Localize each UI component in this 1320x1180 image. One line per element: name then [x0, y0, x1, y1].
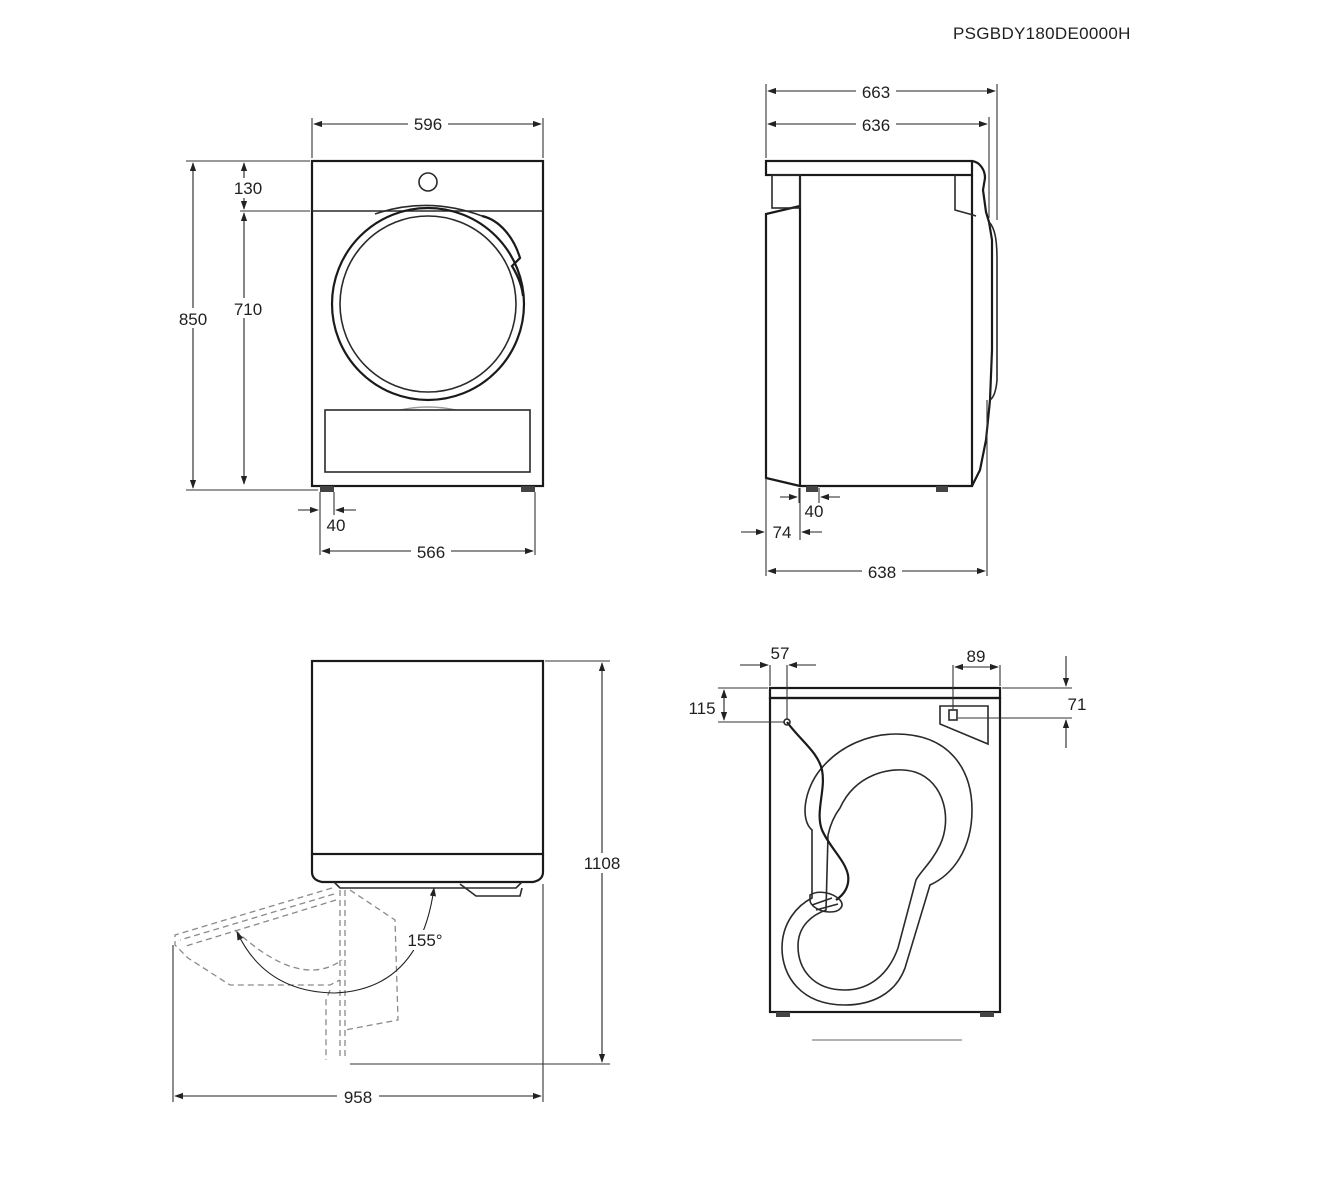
rear-top: [768, 686, 1002, 700]
dim-front-foot-offset: 40: [327, 516, 346, 535]
dim-hose-offset-x: 57: [771, 644, 790, 663]
rear-plug-recess: [939, 705, 989, 746]
front-foot-left: [320, 486, 334, 492]
dim-height-door-open: 1108: [584, 854, 621, 873]
side-view: 663 636 40 74 638: [741, 81, 998, 582]
side-body: [798, 175, 974, 488]
dim-front-height: 850: [179, 310, 207, 329]
dim-panel-height: 130: [234, 179, 262, 198]
door-view-body: [310, 659, 545, 856]
rear-foot-left: [776, 1012, 790, 1017]
door-open-view: 155° 1108 958: [172, 659, 624, 1107]
dim-depth-total: 663: [862, 83, 890, 102]
rear-drum-housing: [781, 733, 973, 1006]
dim-foot-span: 566: [417, 543, 445, 562]
dim-plug-offset-y: 71: [1068, 695, 1087, 714]
dim-door-area-height: 710: [234, 300, 262, 319]
front-foot-right: [521, 486, 535, 492]
dim-width-door-open: 958: [344, 1088, 372, 1107]
side-foot-front: [936, 486, 948, 492]
side-top: [764, 159, 974, 177]
front-body: [310, 159, 545, 488]
front-view: 596 850 130 710 40 566: [174, 113, 545, 562]
rear-view: 57 115 89 71: [684, 644, 1087, 1041]
rear-body: [768, 696, 1002, 1014]
door-view-base: [310, 854, 545, 884]
side-foot-back: [806, 486, 818, 492]
water-container: [324, 409, 531, 473]
drain-hose: [786, 721, 850, 901]
dim-depth-base: 638: [868, 563, 896, 582]
dim-hose-offset-y: 115: [688, 699, 715, 718]
power-knob: [418, 172, 438, 192]
dim-depth-body: 636: [862, 116, 890, 135]
dim-back-offset: 74: [773, 523, 792, 542]
rear-foot-right: [980, 1012, 994, 1017]
dim-door-angle: 155°: [407, 931, 442, 950]
front-door: [330, 204, 526, 402]
dim-side-foot-offset: 40: [805, 502, 824, 521]
dim-front-width: 596: [414, 115, 442, 134]
side-back-panel: [764, 204, 801, 488]
rear-plug: [948, 709, 958, 721]
open-door-outline: [174, 887, 399, 1060]
dim-plug-offset-x: 89: [967, 647, 986, 666]
model-code: PSGBDY180DE0000H: [953, 24, 1131, 43]
side-front-panel: [971, 159, 994, 487]
